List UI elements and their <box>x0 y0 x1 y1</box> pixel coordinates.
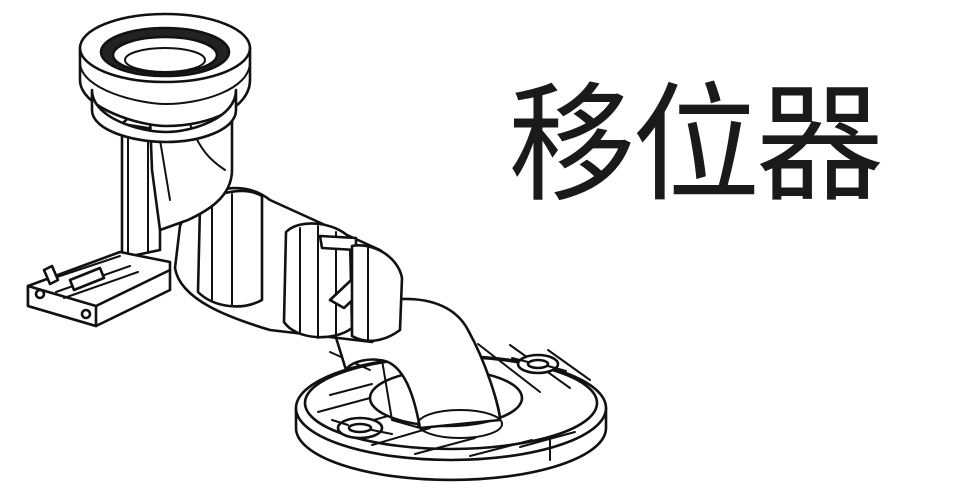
mounting-foot <box>26 250 172 328</box>
page-title: 移位器 <box>508 71 884 220</box>
screw-slot-icon <box>511 353 567 375</box>
pipe-run <box>173 186 404 344</box>
top-flange <box>78 12 252 144</box>
screw-slot-icon <box>331 416 393 440</box>
